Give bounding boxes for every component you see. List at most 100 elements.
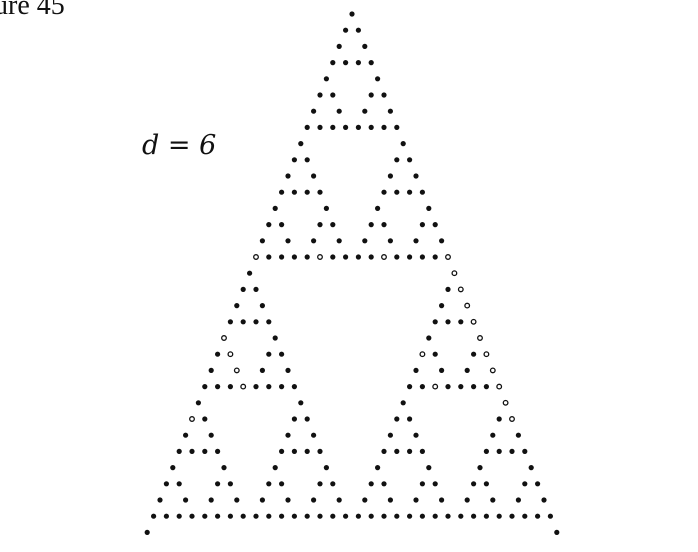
- pattern-dot: [432, 513, 438, 519]
- pattern-dot: [304, 254, 310, 260]
- pattern-dot: [496, 513, 502, 519]
- pattern-dot: [522, 513, 528, 519]
- pattern-dot: [426, 335, 432, 341]
- pattern-dot: [362, 497, 368, 503]
- pattern-dot: [477, 465, 483, 471]
- pattern-dot: [509, 513, 515, 519]
- pattern-dot: [317, 222, 323, 228]
- pattern-dot: [355, 124, 361, 130]
- pattern-dot: [330, 60, 336, 66]
- pattern-dot: [259, 303, 265, 309]
- pattern-dot: [317, 513, 323, 519]
- pattern-dot: [445, 319, 451, 325]
- pattern-dot: [336, 108, 342, 114]
- pattern-dot: [227, 319, 233, 325]
- pattern-dot: [515, 497, 522, 503]
- pattern-dot: [368, 481, 374, 487]
- pattern-dot: [304, 157, 310, 163]
- pattern-dot: [426, 465, 432, 471]
- pattern-dot: [189, 448, 195, 454]
- pattern-dot: [554, 529, 560, 536]
- pattern-dot: [272, 335, 278, 341]
- pattern-dot: [183, 497, 189, 503]
- pattern-dot: [496, 416, 502, 422]
- pattern-dot: [227, 384, 233, 390]
- pattern-dot: [279, 254, 285, 260]
- pattern-dot: [387, 238, 393, 244]
- pattern-dot: [279, 222, 285, 228]
- pattern-dot: [394, 254, 400, 260]
- pattern-dot: [483, 351, 490, 358]
- pattern-dot: [368, 254, 374, 260]
- pattern-dot: [419, 189, 425, 195]
- pattern-dot: [266, 481, 272, 487]
- figure-label: ure 45: [0, 0, 65, 21]
- pattern-dot: [279, 384, 285, 390]
- pattern-dot: [272, 205, 278, 211]
- pattern-dot: [407, 157, 413, 163]
- pattern-dot: [483, 481, 489, 487]
- pattern-dot: [330, 92, 336, 98]
- pattern-dot: [304, 448, 310, 454]
- pattern-dot: [471, 513, 477, 519]
- pattern-dot: [362, 238, 368, 244]
- pattern-dot: [407, 513, 413, 519]
- pattern-dot: [221, 335, 227, 341]
- pattern-dot: [215, 384, 221, 390]
- parameter-label: d = 6: [142, 130, 217, 161]
- pattern-dot: [317, 92, 323, 98]
- pattern-dot: [298, 141, 304, 147]
- pattern-dot: [304, 416, 310, 422]
- pattern-dot: [471, 481, 477, 487]
- pattern-dot: [291, 384, 297, 390]
- pattern-dot: [471, 384, 477, 390]
- pattern-dot: [490, 497, 496, 503]
- pattern-dot: [375, 465, 381, 471]
- pattern-dot: [291, 157, 297, 163]
- pattern-dot: [535, 481, 541, 487]
- pattern-dot: [266, 384, 272, 390]
- pattern-dot: [330, 124, 336, 130]
- pattern-dot: [189, 416, 195, 422]
- pattern-dot: [355, 254, 361, 260]
- pattern-dot: [445, 513, 451, 519]
- pattern-dot: [419, 254, 425, 260]
- pattern-dot: [407, 254, 413, 260]
- pattern-dot: [502, 399, 509, 406]
- pattern-dot: [266, 351, 272, 357]
- pattern-dot: [394, 513, 400, 519]
- pattern-dot: [445, 384, 451, 390]
- pattern-dot: [535, 513, 541, 519]
- pattern-dot: [215, 351, 221, 357]
- pattern-dot: [483, 384, 489, 390]
- pattern-dot: [432, 481, 438, 487]
- pattern-dot: [253, 254, 259, 260]
- pattern-dot: [291, 513, 297, 519]
- pattern-dot: [279, 481, 285, 487]
- pattern-dot: [279, 448, 285, 454]
- pattern-dot: [234, 303, 240, 309]
- pattern-dot: [317, 448, 323, 454]
- pattern-dot: [343, 60, 349, 66]
- pattern-dot: [266, 513, 272, 519]
- pattern-dot: [311, 497, 317, 503]
- pattern-dot: [234, 497, 240, 503]
- pattern-dot: [413, 238, 419, 244]
- pattern-dot: [279, 189, 285, 195]
- pattern-dot: [413, 497, 419, 503]
- pattern-dot: [215, 481, 221, 487]
- pattern-dot: [394, 157, 400, 163]
- pattern-dot: [419, 481, 425, 487]
- pattern-dot: [432, 351, 438, 357]
- pattern-dot: [343, 513, 349, 519]
- pattern-dot: [259, 367, 265, 373]
- pattern-dot: [291, 254, 297, 260]
- pattern-dot: [413, 432, 419, 438]
- pattern-dot: [195, 400, 201, 406]
- pattern-dot: [304, 189, 310, 195]
- pattern-dot: [336, 238, 342, 244]
- pattern-dot: [176, 513, 182, 519]
- pattern-dot: [426, 205, 432, 211]
- pattern-dot: [515, 432, 522, 438]
- pattern-dot: [343, 254, 349, 260]
